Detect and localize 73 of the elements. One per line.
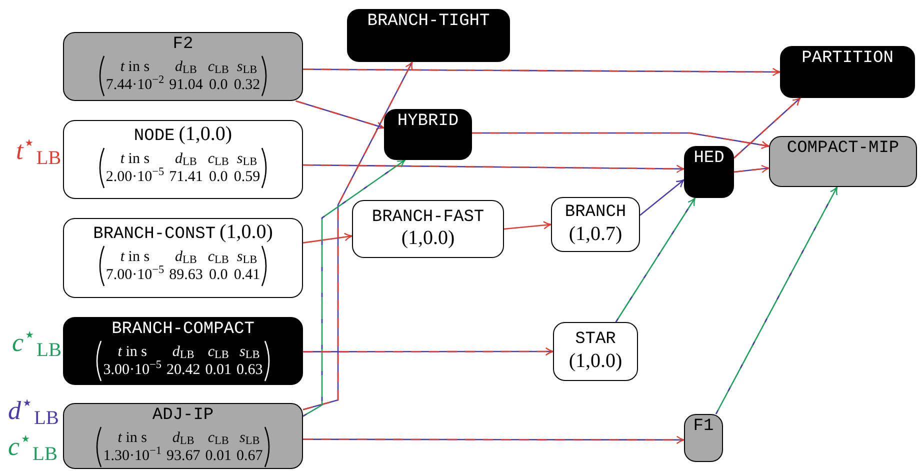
column-header: c$_{LB}$ xyxy=(206,342,230,361)
node-name: F2 xyxy=(172,35,194,55)
value: 0.0 xyxy=(208,168,229,186)
column-header: t in s xyxy=(119,58,151,76)
node-parameters: (1,0.0) xyxy=(220,221,273,244)
node-name: ADJ-IP xyxy=(152,406,214,426)
process-box xyxy=(684,146,734,198)
process-box xyxy=(551,197,640,252)
node-name: BRANCH xyxy=(564,203,626,223)
value: 7.44·10$^{−2}$ xyxy=(106,76,164,94)
column-header: t in s xyxy=(119,150,151,168)
node-name: F1 xyxy=(693,417,714,437)
column-header: t in s xyxy=(116,428,148,447)
process-box xyxy=(63,317,303,385)
value: 7.00·10$^{−5}$ xyxy=(106,266,164,284)
process-box xyxy=(63,218,303,298)
process-box xyxy=(63,403,303,469)
column-header: s$_{LB}$ xyxy=(236,150,258,168)
process-box xyxy=(63,32,303,101)
node-name: HYBRID xyxy=(397,112,459,132)
node-name: HED xyxy=(694,149,724,169)
process-box xyxy=(384,109,472,160)
column-header: d$_{LB}$ xyxy=(174,248,198,266)
column-header: t in s xyxy=(119,248,151,266)
process-box xyxy=(347,9,510,62)
node-parameters: (1,0.7) xyxy=(568,222,622,246)
process-box xyxy=(684,414,723,462)
node-name: BRANCH-COMPACT xyxy=(112,320,254,340)
node-parameters: (1,0.0) xyxy=(568,350,622,373)
process-box xyxy=(780,46,915,98)
value: 2.00·10$^{−5}$ xyxy=(106,168,164,186)
process-box xyxy=(553,322,638,381)
column-header: t in s xyxy=(116,342,148,361)
value: 1.30·10$^{−1}$ xyxy=(103,446,162,465)
value: 0.0 xyxy=(208,266,229,284)
node-name: BRANCH-FAST xyxy=(372,208,484,228)
value: 0.0 xyxy=(208,76,229,94)
node-parameters: (1,0.0) xyxy=(401,227,455,250)
value: 71.41 xyxy=(169,168,203,186)
value: 3.00·10$^{−5}$ xyxy=(103,360,162,379)
node-name: BRANCH-CONST xyxy=(93,225,216,245)
column-header: s$_{LB}$ xyxy=(236,58,258,76)
column-header: d$_{LB}$ xyxy=(174,58,198,76)
value: 0.41 xyxy=(234,266,260,284)
value: 0.32 xyxy=(234,76,260,94)
column-header: d$_{LB}$ xyxy=(171,342,196,361)
column-header: s$_{LB}$ xyxy=(238,342,261,361)
column-header: d$_{LB}$ xyxy=(174,150,198,168)
column-header: c$_{LB}$ xyxy=(206,428,230,447)
column-header: c$_{LB}$ xyxy=(208,58,229,76)
process-box xyxy=(769,136,917,187)
value: 91.04 xyxy=(169,76,203,94)
value: 93.67 xyxy=(166,446,200,465)
node-name: PARTITION xyxy=(802,49,894,69)
value: 0.01 xyxy=(205,446,232,465)
process-box xyxy=(63,120,303,199)
node-name: NODE xyxy=(134,127,175,147)
node-parameters: (1,0.0) xyxy=(178,123,232,146)
column-header: s$_{LB}$ xyxy=(236,248,258,266)
value: 0.67 xyxy=(236,446,263,465)
value: 0.01 xyxy=(205,360,232,379)
node-name: STAR xyxy=(575,330,616,350)
column-header: c$_{LB}$ xyxy=(208,150,229,168)
value: 0.59 xyxy=(234,168,260,186)
value: 89.63 xyxy=(169,266,203,284)
node-name: COMPACT-MIP xyxy=(786,139,900,159)
value: 0.63 xyxy=(236,360,263,379)
column-header: d$_{LB}$ xyxy=(171,428,196,447)
column-header: c$_{LB}$ xyxy=(208,248,229,266)
node-name: BRANCH-TIGHT xyxy=(367,12,490,32)
value: 20.42 xyxy=(166,360,200,379)
process-box xyxy=(352,200,504,258)
column-header: s$_{LB}$ xyxy=(238,428,261,447)
